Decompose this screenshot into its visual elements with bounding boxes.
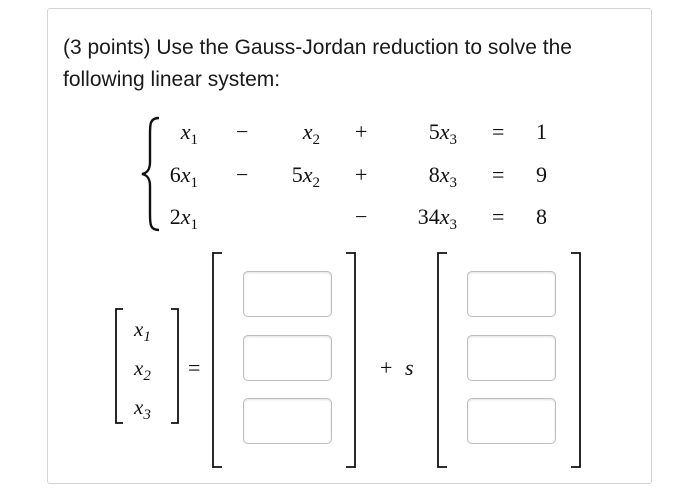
operator-r1-1: − [236,119,249,144]
term-r2-c3: 8x3 [428,162,457,191]
term-r2-c2: 5x2 [291,162,320,191]
direction-x2-input[interactable] [467,335,556,381]
parameter-s: s [405,355,414,380]
vector-bracket-left [115,308,123,424]
operator-r1-2: + [355,119,368,144]
system-brace [141,116,160,232]
rhs-r3: 8 [536,204,547,229]
equals-r1: = [492,119,505,144]
equals-r2: = [492,162,505,187]
vector-x2: x2 [134,356,151,384]
vector-x3: x3 [134,395,151,423]
solution-equals: = [188,355,201,380]
vector-bracket-right [171,308,179,424]
question-prompt: (3 points) Use the Gauss-Jordan reductio… [63,36,572,91]
rhs-r2: 9 [536,162,547,187]
term-r3-c1: 2x1 [169,204,198,233]
vector-x1: x1 [134,317,151,345]
rhs-r1: 1 [536,119,547,144]
plus-sign: + [380,355,393,380]
term-r3-c3: 34x3 [417,204,457,233]
term-r2-c1: 6x1 [169,162,198,191]
direction-bracket-right [571,252,581,468]
direction-x3-input[interactable] [467,398,556,444]
term-r1-c1: x1 [180,119,198,148]
particular-x2-input[interactable] [243,335,332,381]
term-r1-c3: 5x3 [428,119,457,148]
direction-bracket-left [437,252,447,468]
particular-bracket-left [212,252,222,468]
particular-x1-input[interactable] [243,271,332,317]
operator-r3-2: − [355,204,368,229]
equals-r3: = [492,204,505,229]
operator-r2-2: + [355,162,368,187]
term-r1-c2: x2 [302,119,320,148]
particular-x3-input[interactable] [243,398,332,444]
particular-bracket-right [346,252,356,468]
operator-r2-1: − [236,162,249,187]
direction-x1-input[interactable] [467,271,556,317]
